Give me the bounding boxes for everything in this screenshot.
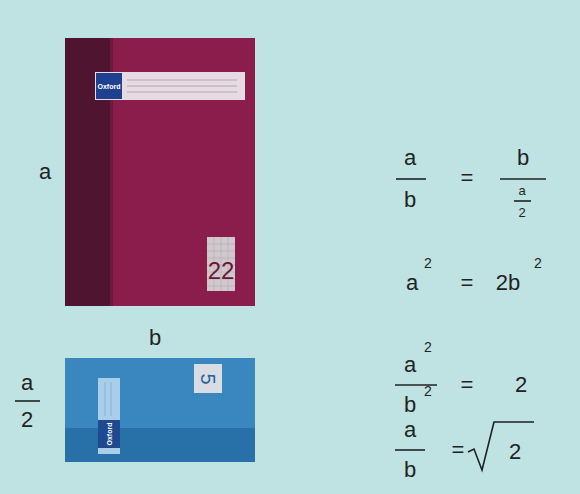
notebook-portrait: Oxford 22 xyxy=(65,38,255,306)
dimension-label: 2 xyxy=(21,409,33,431)
equation-term: a xyxy=(518,184,525,197)
dimension-label: b xyxy=(149,327,161,349)
fraction-bar xyxy=(514,200,531,202)
equation-term: b xyxy=(517,147,529,169)
notebook-cover xyxy=(65,358,255,462)
equation-term: 2 xyxy=(424,384,432,398)
brand-logo-text: Oxford xyxy=(106,423,113,446)
equation-term: b xyxy=(404,189,416,211)
equation-term: = xyxy=(461,374,474,396)
notebook-number: 22 xyxy=(208,259,235,283)
equation-term: 2 xyxy=(518,206,525,219)
equation-term: a xyxy=(404,354,416,376)
equation-term: 2 xyxy=(424,340,432,354)
equation-term: a xyxy=(404,147,416,169)
equation-term: 2 xyxy=(534,256,542,270)
equation-term: a xyxy=(404,419,416,441)
equation-term: = xyxy=(452,439,465,461)
notebook-landscape: 5Oxford xyxy=(65,358,255,462)
equation-term: = xyxy=(461,167,474,189)
fraction-bar xyxy=(15,400,40,402)
equation-term: 2 xyxy=(424,256,432,270)
brand-logo-text: Oxford xyxy=(98,83,121,90)
notebook-number: 5 xyxy=(198,373,218,384)
equation-term: 2 xyxy=(515,374,527,396)
dimension-label: a xyxy=(39,161,51,183)
fraction-bar xyxy=(500,178,546,180)
equation-term: b xyxy=(404,459,416,481)
dimension-label: a xyxy=(21,372,33,394)
radical-sign xyxy=(468,422,534,470)
fraction-bar xyxy=(396,178,426,180)
equation-term: = xyxy=(461,272,474,294)
equation-term: a xyxy=(406,272,418,294)
equation-term: b xyxy=(404,394,416,416)
fraction-bar xyxy=(395,449,425,451)
equation-term: 2b xyxy=(496,272,520,294)
equation-term: 2 xyxy=(509,441,521,463)
